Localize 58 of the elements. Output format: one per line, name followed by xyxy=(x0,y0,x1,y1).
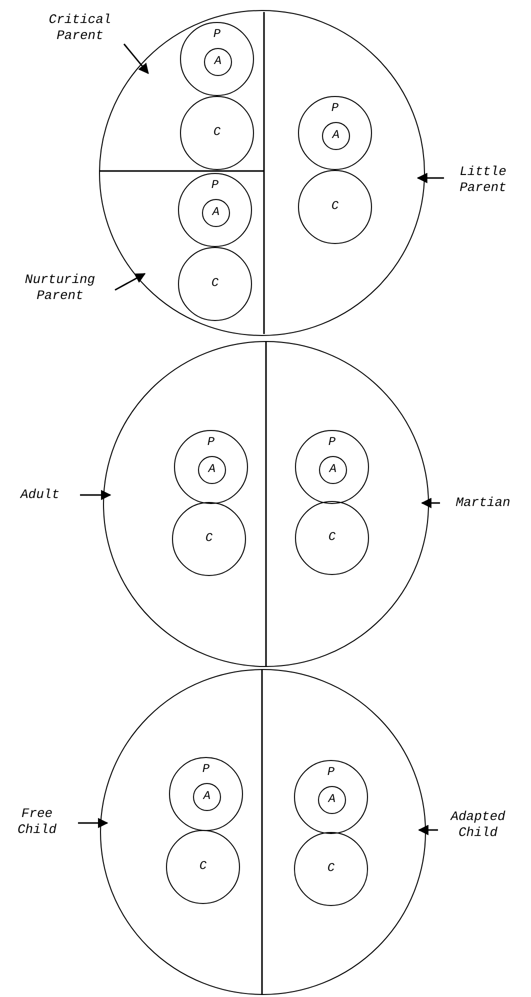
ego-state-letter: P xyxy=(327,766,335,778)
ego-state-circle xyxy=(319,456,347,484)
ego-state-letter: A xyxy=(328,793,336,805)
ego-state-circle xyxy=(178,173,252,247)
arrow xyxy=(80,490,112,500)
ego-state-letter: C xyxy=(331,200,339,212)
ego-state-letter: P xyxy=(207,436,215,448)
ego-state-circle xyxy=(166,830,240,904)
ego-state-letter: P xyxy=(202,763,210,775)
ego-state-circle xyxy=(103,341,429,667)
ego-state-circle xyxy=(294,832,368,906)
ego-state-letter: C xyxy=(205,532,213,544)
ego-state-letter: P xyxy=(213,28,221,40)
arrow xyxy=(123,44,149,74)
ego-state-letter: A xyxy=(332,129,340,141)
ego-state-label: Critical Parent xyxy=(30,12,130,44)
ego-state-circle xyxy=(295,501,369,575)
ego-state-letter: A xyxy=(208,463,216,475)
ego-state-letter: P xyxy=(211,179,219,191)
ego-state-letter: A xyxy=(214,55,222,67)
ego-state-circle xyxy=(100,669,426,995)
ego-state-circle xyxy=(180,22,254,96)
ego-state-circle xyxy=(202,199,230,227)
ego-state-circle xyxy=(169,757,243,831)
ego-state-letter: A xyxy=(329,463,337,475)
ego-state-letter: P xyxy=(328,436,336,448)
ego-state-letter: C xyxy=(327,862,335,874)
ego-state-circle xyxy=(298,170,372,244)
arrow xyxy=(114,273,146,291)
ego-state-label: Free Child xyxy=(2,806,72,838)
ego-state-label: Nurturing Parent xyxy=(5,272,115,304)
arrow xyxy=(418,824,438,836)
ego-state-circle xyxy=(322,122,350,150)
ego-state-letter: A xyxy=(212,206,220,218)
ego-state-circle xyxy=(193,783,221,811)
ego-state-circle xyxy=(204,48,232,76)
ego-state-label: Little Parent xyxy=(443,164,523,196)
ego-state-label: Martian xyxy=(443,495,523,511)
ego-state-circle xyxy=(318,786,346,814)
ego-state-circle xyxy=(174,430,248,504)
arrow xyxy=(416,172,444,184)
ego-state-circle xyxy=(178,247,252,321)
ego-state-letter: P xyxy=(331,102,339,114)
ego-state-circle xyxy=(198,456,226,484)
ego-state-circle xyxy=(172,502,246,576)
ego-state-letter: C xyxy=(328,531,336,543)
ego-state-letter: C xyxy=(211,277,219,289)
ego-state-circle xyxy=(298,96,372,170)
ego-state-label: Adapted Child xyxy=(438,809,518,841)
ego-state-letter: C xyxy=(213,126,221,138)
ego-state-circle xyxy=(295,430,369,504)
ego-state-label: Adult xyxy=(8,487,72,503)
ego-state-letter: C xyxy=(199,860,207,872)
ego-state-circle xyxy=(180,96,254,170)
ego-state-letter: A xyxy=(203,790,211,802)
ego-state-circle xyxy=(294,760,368,834)
arrow xyxy=(420,498,440,508)
arrow xyxy=(78,818,108,828)
